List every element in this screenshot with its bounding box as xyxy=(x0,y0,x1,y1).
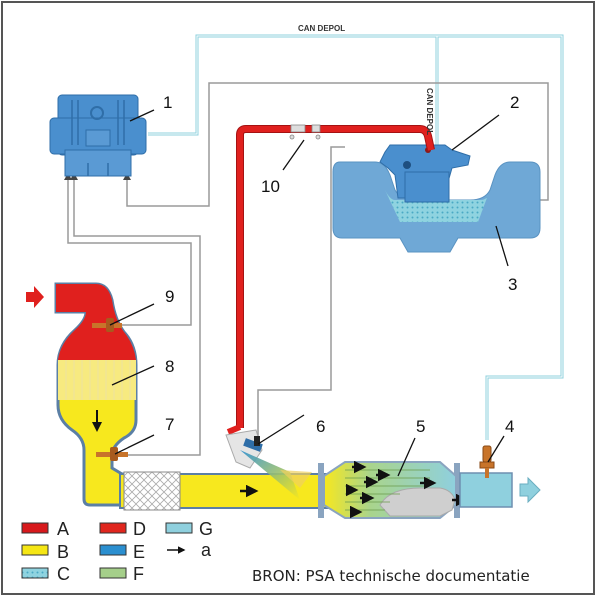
legend-swatch xyxy=(99,522,127,534)
source-caption: BRON: PSA technische documentatie xyxy=(252,567,530,585)
legend-swatch xyxy=(21,522,49,534)
exhaust-pipe xyxy=(119,471,341,511)
additive-tank xyxy=(332,161,541,253)
label-6: 6 xyxy=(316,417,325,436)
outlet-arrow-icon xyxy=(519,476,541,504)
can-bus-label-top: CAN DEPOL xyxy=(298,24,345,33)
svg-text:A: A xyxy=(57,519,69,539)
label-3: 3 xyxy=(508,275,517,294)
svg-text:B: B xyxy=(57,542,69,562)
svg-text:F: F xyxy=(133,564,144,584)
nox-sensor xyxy=(479,445,495,478)
label-1: 1 xyxy=(163,93,172,112)
flange xyxy=(318,463,324,518)
svg-text:E: E xyxy=(133,542,145,562)
label-10: 10 xyxy=(261,177,280,196)
label-2: 2 xyxy=(510,93,519,112)
leader-lines xyxy=(109,109,509,477)
inlet-arrow-icon xyxy=(26,286,44,308)
ecu-component xyxy=(49,94,147,177)
label-7: 7 xyxy=(165,415,174,434)
can-bus-label-vertical: CAN DEPOL xyxy=(425,88,434,135)
outlet-pipe xyxy=(459,472,513,508)
dpf-housing xyxy=(54,282,138,507)
svg-text:C: C xyxy=(57,564,70,584)
svg-text:D: D xyxy=(133,519,146,539)
legend-swatch xyxy=(99,544,127,556)
label-4: 4 xyxy=(505,417,514,436)
legend-swatch xyxy=(99,567,127,579)
pump-module xyxy=(379,144,471,203)
sensor-wires xyxy=(67,82,549,456)
legend-item-d: D xyxy=(99,519,146,539)
legend-item-c: C xyxy=(21,564,70,584)
legend-swatch xyxy=(165,522,193,534)
svg-text:G: G xyxy=(199,519,213,539)
legend-item-a: A xyxy=(21,519,69,539)
label-8: 8 xyxy=(165,357,174,376)
legend-item-f: F xyxy=(99,564,144,584)
legend: A B C D E F G a xyxy=(21,519,213,584)
legend-swatch xyxy=(21,567,49,579)
legend-swatch xyxy=(21,544,49,556)
scr-catalyst xyxy=(323,460,477,519)
label-5: 5 xyxy=(416,417,425,436)
injector xyxy=(225,429,312,500)
legend-item-e: E xyxy=(99,542,145,562)
label-9: 9 xyxy=(165,287,174,306)
svg-text:a: a xyxy=(201,540,212,560)
legend-item-b: B xyxy=(21,542,69,562)
legend-item-g: G xyxy=(165,519,213,539)
additive-line xyxy=(226,125,435,435)
temp-sensor-downstream xyxy=(96,447,128,461)
component-labels: 1 2 3 4 5 6 7 8 9 10 xyxy=(163,93,519,436)
legend-item-arrow: a xyxy=(167,540,212,560)
line-connector xyxy=(289,124,321,140)
